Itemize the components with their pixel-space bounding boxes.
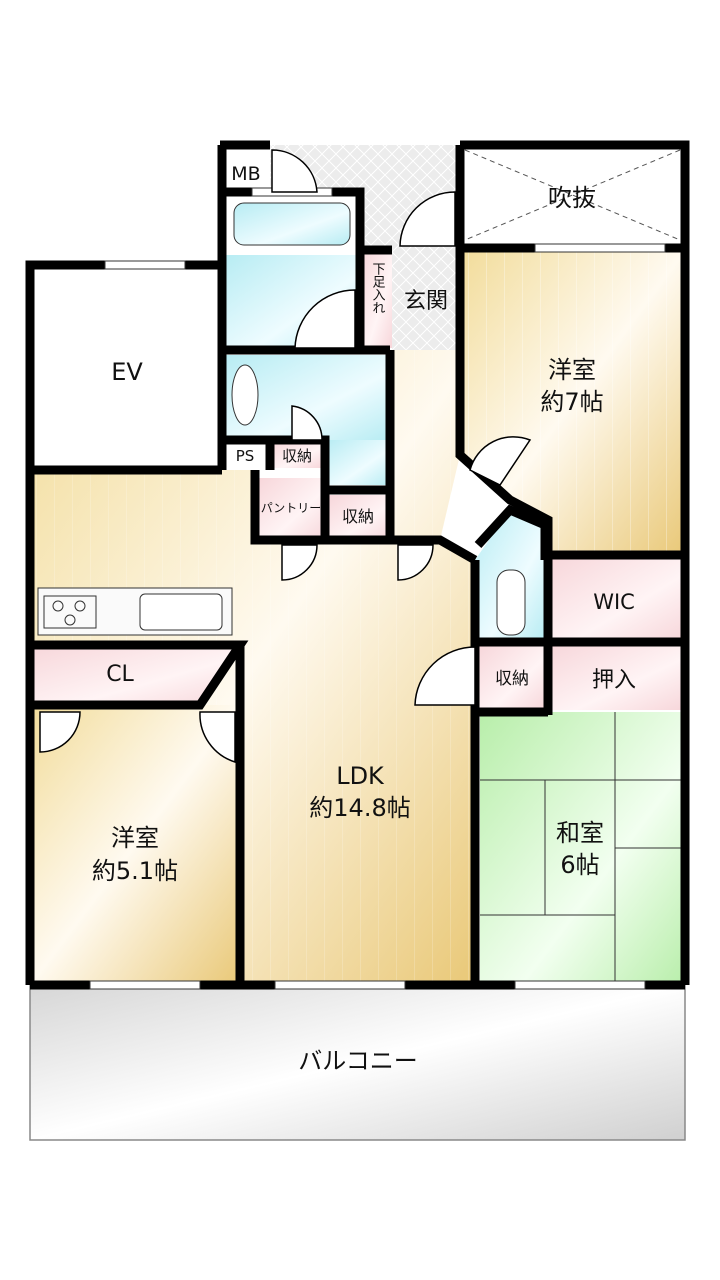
pantry-label: パントリー: [261, 501, 322, 515]
balcony-label: バルコニー: [298, 1047, 418, 1075]
ev-label: EV: [111, 358, 143, 386]
ps-label: PS: [236, 447, 255, 465]
cl-label: CL: [106, 662, 134, 687]
storage-3-label: 収納: [495, 669, 529, 689]
western-room-1-name: 洋室: [548, 356, 596, 384]
pantry-area: [258, 478, 324, 540]
genkan-label: 玄関: [404, 289, 448, 314]
ldk-name: LDK: [336, 762, 385, 790]
bathtub: [233, 202, 351, 246]
storage-1-label: 収納: [282, 447, 312, 465]
shoe-storage: [362, 250, 392, 348]
fukinuke-label: 吹抜: [548, 184, 596, 212]
western-room-2-name: 洋室: [111, 824, 159, 852]
genkan-floor: [392, 250, 460, 350]
toilet-icon: [496, 569, 526, 636]
stove-icon: [43, 595, 97, 629]
japanese-room-name: 和室: [556, 819, 604, 847]
oshiire-label: 押入: [592, 668, 636, 693]
fukinuke-area: [460, 145, 685, 245]
storage-2-label: 収納: [342, 507, 374, 526]
mb-area: [222, 145, 270, 190]
kitchen-sink-icon: [139, 593, 223, 631]
western-room-1-size: 約7帖: [540, 388, 603, 416]
japanese-room-size: 6帖: [560, 851, 599, 879]
western-room-2-floor: [30, 705, 240, 985]
wic-area: [548, 558, 685, 640]
sink-icon: [231, 364, 259, 426]
wic-label: WIC: [593, 590, 635, 614]
ps-area: [225, 442, 269, 468]
western-room-2-size: 約5.1帖: [92, 857, 178, 885]
storage-3-area: [478, 645, 545, 710]
shoe-storage-label: 下足入れ: [370, 262, 386, 314]
mb-label: MB: [231, 163, 260, 185]
oshiire-area: [548, 645, 685, 710]
tatami-lines: [480, 712, 685, 985]
ldk-size: 約14.8帖: [309, 794, 410, 822]
storage-2-area: [328, 495, 390, 540]
storage-1-area: [272, 442, 322, 468]
cl-area: [30, 645, 240, 705]
door-swings: [39, 149, 532, 764]
balcony-area: [29, 984, 686, 1141]
